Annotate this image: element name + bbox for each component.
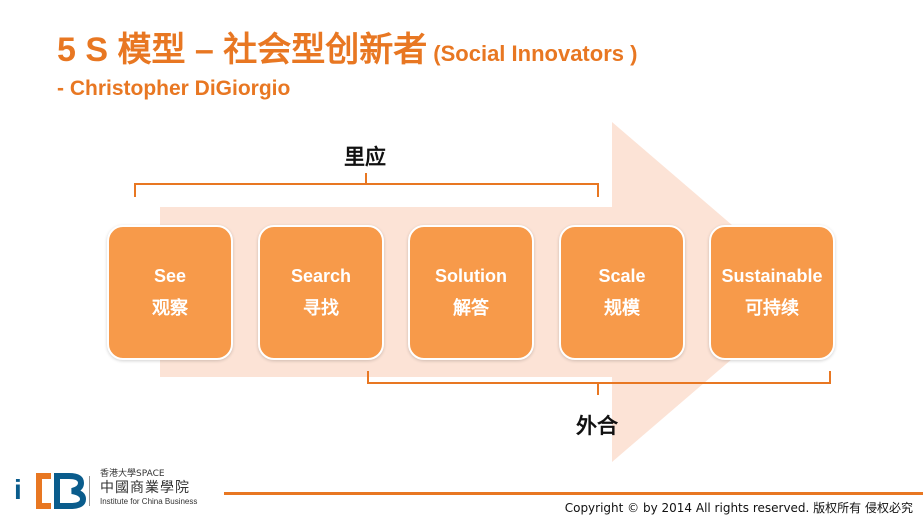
stage-see: See 观察 [107,225,233,360]
stage-scale: Scale 规模 [559,225,685,360]
logo-mark-icon [36,473,90,509]
title-main: 5 S 模型 – 社会型创新者 [57,31,428,69]
stage-en-label: See [153,266,187,286]
title-sub: (Social Innovators ) [433,41,638,66]
logo-letter-i: i [14,474,22,505]
logo-line-1: 香港大學SPACE [100,469,165,479]
stage-search: Search 寻找 [258,225,384,360]
top-bracket [134,173,599,197]
bottom-group-label: 外合 [576,414,618,438]
logo-text: 香港大學SPACE 中國商業學院 Institute for China Bus… [100,468,197,507]
institute-logo: i 香港大學SPACE 中國商業學院 Institute for China B… [14,468,244,514]
stage-zh-label: 规模 [604,298,640,319]
slide-title: 5 S 模型 – 社会型创新者(Social Innovators ) [57,30,637,74]
stage-zh-label: 观察 [152,298,188,319]
stage-en-label: Search [290,266,352,286]
stage-en-label: Scale [598,266,646,286]
stage-zh-label: 寻找 [303,298,339,319]
stage-zh-label: 可持续 [745,298,799,319]
copyright-notice: Copyright © by 2014 All rights reserved.… [564,501,913,515]
title-author: - Christopher DiGiorgio [57,77,291,100]
bottom-bracket [367,371,831,395]
top-group-label: 里应 [344,145,386,169]
stage-sustainable: Sustainable 可持续 [709,225,835,360]
logo-line-2: 中國商業學院 [100,480,190,496]
stage-en-label: Sustainable [721,266,823,286]
logo-line-3: Institute for China Business [100,497,198,506]
stage-zh-label: 解答 [453,298,489,319]
stage-solution: Solution 解答 [408,225,534,360]
stage-en-label: Solution [435,266,507,286]
footer-rule [224,492,923,495]
